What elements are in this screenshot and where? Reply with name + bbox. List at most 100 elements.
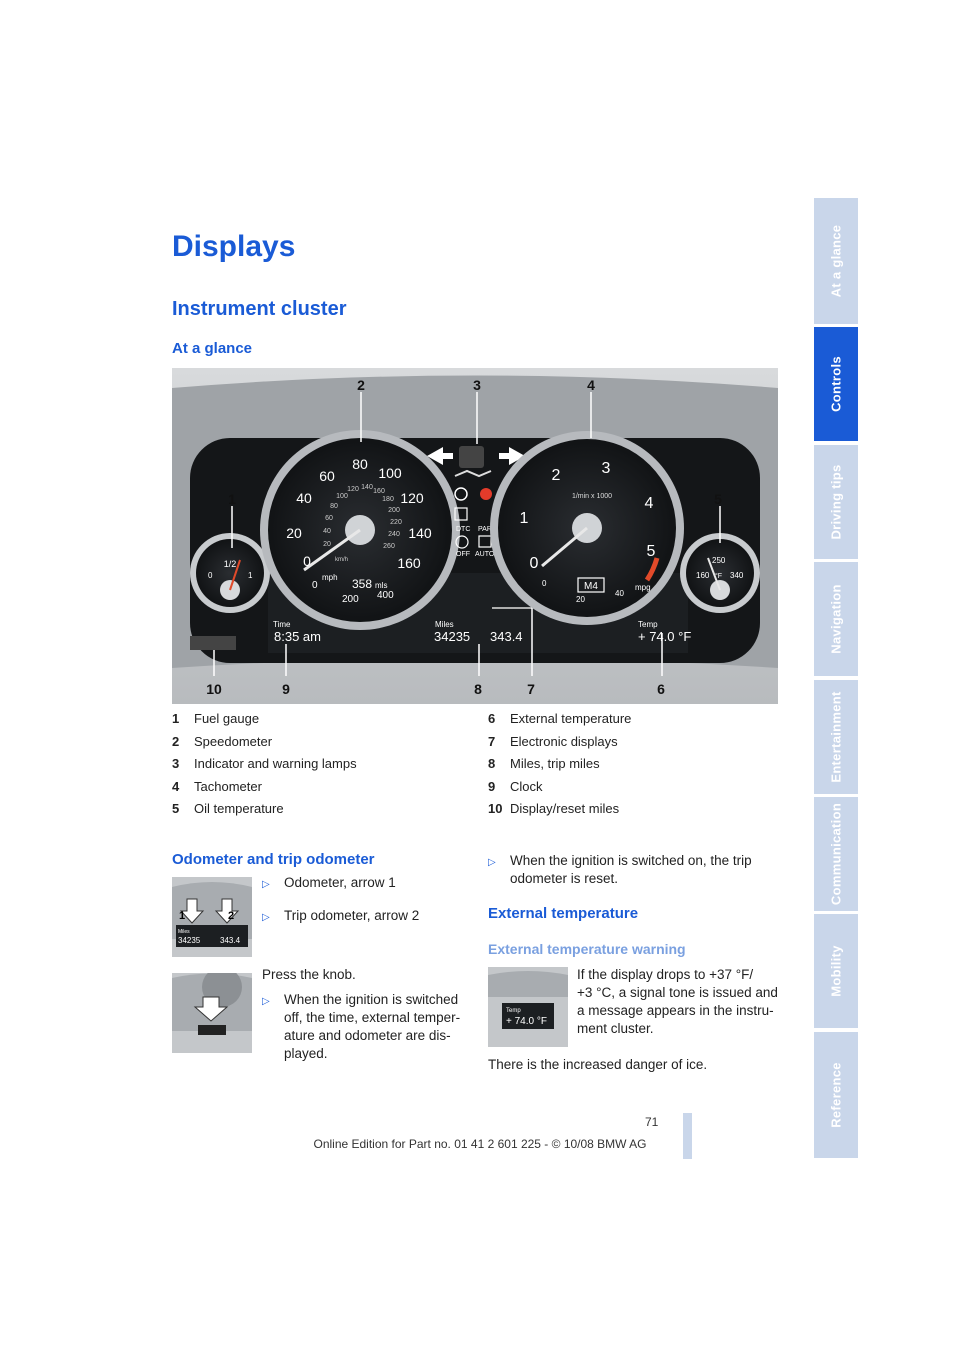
svg-text:5: 5	[647, 543, 656, 560]
svg-text:°F: °F	[715, 572, 722, 580]
bullet-icon: ▷	[488, 857, 496, 868]
svg-text:mph: mph	[322, 573, 338, 582]
svg-text:Temp: Temp	[506, 1008, 521, 1014]
side-tab-at-a-glance[interactable]: At a glance	[814, 198, 858, 324]
svg-text:340: 340	[730, 571, 744, 580]
svg-text:1/min x 1000: 1/min x 1000	[572, 493, 612, 500]
svg-text:AUTO H: AUTO H	[475, 551, 501, 558]
svg-text:140: 140	[408, 525, 432, 541]
svg-text:8: 8	[474, 681, 482, 697]
svg-text:80: 80	[352, 456, 368, 472]
svg-text:220: 220	[390, 519, 402, 526]
svg-text:40: 40	[296, 490, 312, 506]
svg-text:1: 1	[520, 510, 529, 527]
svg-text:2: 2	[552, 467, 561, 484]
svg-text:250: 250	[712, 556, 726, 565]
svg-text:34235: 34235	[178, 936, 201, 945]
svg-text:OFF: OFF	[456, 551, 470, 558]
bullet-item: ▷Odometer, arrow 1	[262, 874, 472, 894]
svg-text:160: 160	[397, 555, 421, 571]
svg-text:1: 1	[248, 571, 253, 580]
svg-text:343.4: 343.4	[220, 936, 241, 945]
page-title: Displays	[172, 230, 296, 263]
oil-temperature-gauge: 250 160 340 °F	[680, 533, 760, 613]
ignition-off-bullet: ▷ When the ignition is switched off, the…	[262, 991, 477, 1063]
svg-text:20: 20	[323, 541, 331, 548]
svg-text:M4: M4	[584, 581, 598, 592]
svg-text:3: 3	[473, 377, 481, 393]
svg-text:Miles: Miles	[178, 929, 190, 935]
svg-text:mpg: mpg	[635, 583, 651, 592]
svg-text:Miles: Miles	[435, 620, 454, 629]
footer-bar	[683, 1113, 692, 1159]
svg-text:0: 0	[208, 571, 213, 580]
svg-text:0: 0	[303, 553, 311, 569]
svg-text:358: 358	[352, 577, 372, 591]
fuel-gauge: 1/2 0 1	[190, 533, 270, 613]
ice-danger-text: There is the increased danger of ice.	[488, 1057, 708, 1072]
bullet-item: ▷Trip odometer, arrow 2	[262, 907, 472, 927]
footer-text: Online Edition for Part no. 01 41 2 601 …	[313, 1137, 647, 1151]
side-tab-driving-tips[interactable]: Driving tips	[814, 445, 858, 559]
knob-thumbnail	[172, 973, 252, 1053]
speedometer: 0 20 40 60 80 100 120 140 160 20 40 60 8…	[260, 430, 460, 630]
tachometer: 0 1 2 3 4 5 1/min x 1000 M4 0 20 40 mpg	[490, 431, 684, 625]
svg-text:120: 120	[400, 490, 424, 506]
svg-text:40: 40	[323, 528, 331, 535]
bullet-icon: ▷	[262, 996, 270, 1007]
page-number: 71	[645, 1115, 659, 1129]
warning-lamps: DTC PARK OFF AUTO H	[427, 446, 525, 558]
side-tab-mobility[interactable]: Mobility	[814, 914, 858, 1028]
side-tab-navigation[interactable]: Navigation	[814, 562, 858, 676]
svg-text:0: 0	[312, 580, 318, 591]
svg-text:6: 6	[657, 681, 665, 697]
svg-text:400: 400	[377, 590, 394, 601]
svg-text:7: 7	[527, 681, 535, 697]
svg-text:+ 74.0 °F: + 74.0 °F	[506, 1016, 547, 1027]
bullet-icon: ▷	[262, 879, 270, 890]
side-tab-communication[interactable]: Communication	[814, 797, 858, 911]
side-tab-reference[interactable]: Reference	[814, 1032, 858, 1158]
svg-text:+ 74.0 °F: + 74.0 °F	[638, 629, 691, 644]
svg-text:60: 60	[319, 468, 335, 484]
external-temperature-heading: External temperature	[488, 905, 639, 922]
svg-text:PARK: PARK	[478, 526, 497, 533]
svg-text:0: 0	[530, 555, 539, 572]
svg-text:343.4: 343.4	[490, 629, 523, 644]
svg-text:Temp: Temp	[638, 620, 658, 629]
section-heading: Instrument cluster	[172, 298, 347, 320]
svg-text:1/2: 1/2	[224, 559, 237, 569]
svg-text:2: 2	[357, 377, 365, 393]
temperature-warning-text: If the display drops to +37 °F/ +3 °C, a…	[577, 967, 778, 1036]
svg-text:100: 100	[378, 465, 402, 481]
side-tab-controls[interactable]: Controls	[814, 327, 858, 441]
svg-text:20: 20	[576, 595, 585, 604]
svg-text:100: 100	[336, 493, 348, 500]
svg-text:60: 60	[325, 515, 333, 522]
svg-text:2: 2	[228, 910, 234, 922]
svg-text:180: 180	[382, 496, 394, 503]
svg-text:80: 80	[330, 503, 338, 510]
instrument-cluster-image: 1/2 0 1 0 20 40 60 80 100 120 140 160 20…	[172, 368, 778, 704]
press-knob-text: Press the knob.	[262, 967, 356, 982]
odometer-heading: Odometer and trip odometer	[172, 851, 375, 868]
svg-text:3: 3	[602, 460, 611, 477]
side-tab-entertainment[interactable]: Entertainment	[814, 680, 858, 794]
svg-text:20: 20	[286, 525, 302, 541]
svg-text:0: 0	[542, 579, 547, 588]
svg-text:8:35 am: 8:35 am	[274, 629, 321, 644]
svg-text:Time: Time	[273, 620, 291, 629]
svg-text:DTC: DTC	[456, 526, 470, 533]
odometer-thumbnail: 1 2 Miles 34235 343.4	[172, 877, 252, 957]
svg-text:40: 40	[615, 589, 624, 598]
svg-text:4: 4	[587, 377, 595, 393]
